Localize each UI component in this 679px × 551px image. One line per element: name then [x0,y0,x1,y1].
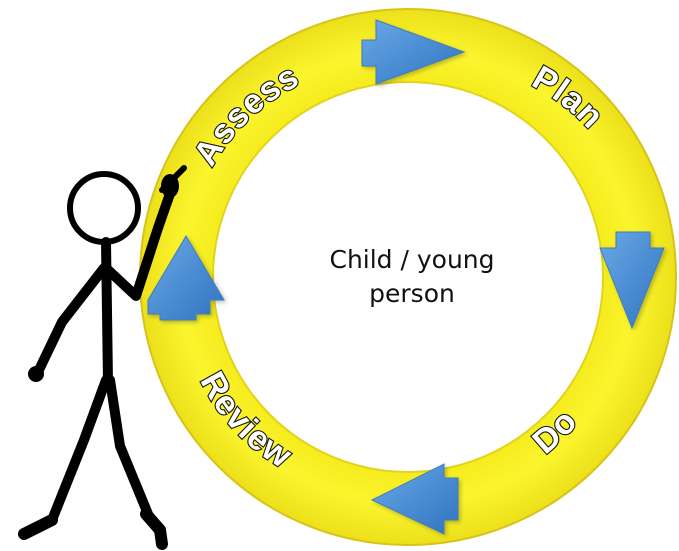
stick-figure-icon [18,165,187,550]
cycle-ring [139,8,677,546]
bottom-arrow-icon [370,463,459,535]
center-text-line-1: Child / young [329,245,494,274]
center-text-line-2: person [369,279,455,308]
top-arrow-icon [361,19,466,85]
right-arrow-icon [599,231,665,330]
left-arrow-icon [147,235,225,321]
